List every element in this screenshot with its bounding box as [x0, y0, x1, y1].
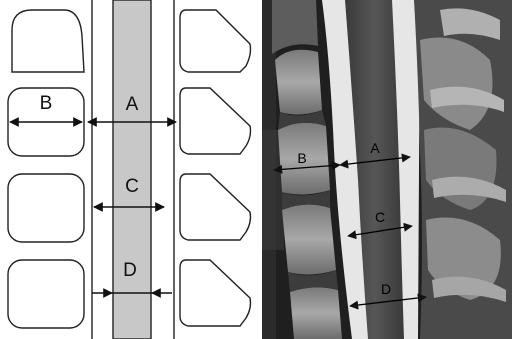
- mri-label-d: D: [381, 281, 391, 297]
- mri-label-a: A: [370, 140, 380, 156]
- label-b: B: [40, 93, 53, 114]
- vertebral-body-3: [8, 174, 84, 242]
- mri-posterior-tissue: [414, 0, 512, 339]
- mri-image: B A C D: [262, 0, 512, 339]
- vertebral-body-4: [8, 260, 84, 328]
- label-c: C: [125, 176, 139, 197]
- label-d: D: [123, 260, 137, 281]
- spinal-cord: [113, 0, 151, 339]
- label-a: A: [126, 94, 139, 115]
- mri-label-c: C: [375, 209, 385, 225]
- mri-label-b: B: [297, 150, 306, 166]
- schematic-diagram: B A C D: [0, 0, 262, 339]
- vertebral-body-1: [12, 10, 84, 72]
